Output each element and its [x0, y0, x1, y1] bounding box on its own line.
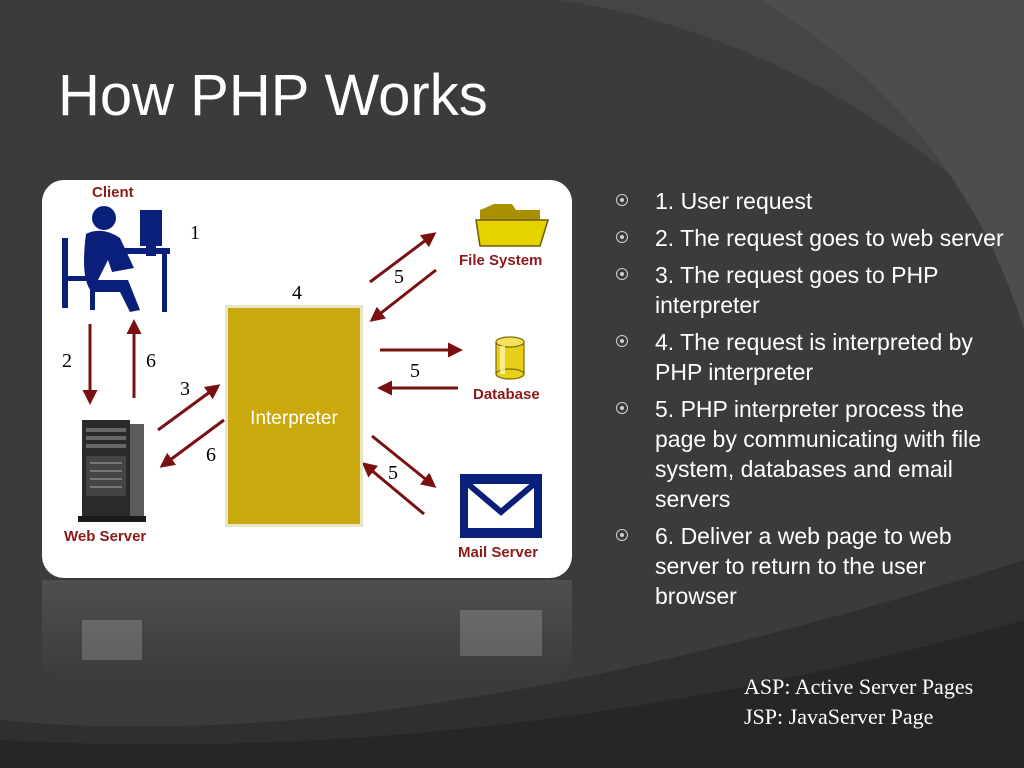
interpreter-label: Interpreter	[250, 408, 338, 429]
list-item: 2. The request goes to web server	[616, 223, 1006, 253]
list-item: 6. Deliver a web page to web server to r…	[616, 521, 1006, 611]
step-number-6b: 6	[206, 444, 216, 466]
php-flow-diagram: Client Web Server File System Database M…	[42, 180, 572, 578]
bullet-icon	[616, 194, 628, 206]
list-item: 5. PHP interpreter process the page by c…	[616, 394, 1006, 514]
flow-arrows	[82, 232, 463, 516]
step-number-5c: 5	[388, 462, 398, 484]
diagram-graphics	[62, 204, 550, 538]
step-number-6a: 6	[146, 350, 156, 372]
mail-server-label: Mail Server	[458, 544, 539, 561]
list-item: 3. The request goes to PHP interpreter	[616, 260, 1006, 320]
client-icon	[62, 206, 170, 312]
step-number-3: 3	[180, 378, 190, 400]
slide-title: How PHP Works	[58, 63, 488, 128]
interpreter-box: Interpreter	[225, 305, 363, 527]
bullet-icon	[616, 335, 628, 347]
bullet-icon	[616, 529, 628, 541]
list-item: 1. User request	[616, 186, 1006, 216]
step-number-1: 1	[190, 222, 200, 244]
file-system-label: File System	[459, 252, 543, 269]
diagram-reflection	[42, 580, 572, 680]
database-icon	[495, 336, 525, 380]
step-number-5b: 5	[410, 360, 420, 382]
steps-list: 1. User request 2. The request goes to w…	[616, 186, 1006, 618]
step-number-2: 2	[62, 350, 72, 372]
bullet-icon	[616, 231, 628, 243]
database-label: Database	[473, 386, 540, 403]
step-number-5a: 5	[394, 266, 404, 288]
folder-icon	[475, 204, 550, 247]
client-label: Client	[92, 184, 134, 201]
footnote-jsp: JSP: JavaServer Page	[744, 704, 934, 729]
mail-icon	[460, 474, 542, 538]
web-server-icon	[78, 420, 146, 522]
step-number-4: 4	[292, 282, 302, 304]
bullet-icon	[616, 402, 628, 414]
reflection-graphics	[82, 610, 542, 660]
bullet-icon	[616, 268, 628, 280]
footnote-asp: ASP: Active Server Pages	[744, 674, 974, 699]
web-server-label: Web Server	[64, 528, 147, 545]
list-item: 4. The request is interpreted by PHP int…	[616, 327, 1006, 387]
